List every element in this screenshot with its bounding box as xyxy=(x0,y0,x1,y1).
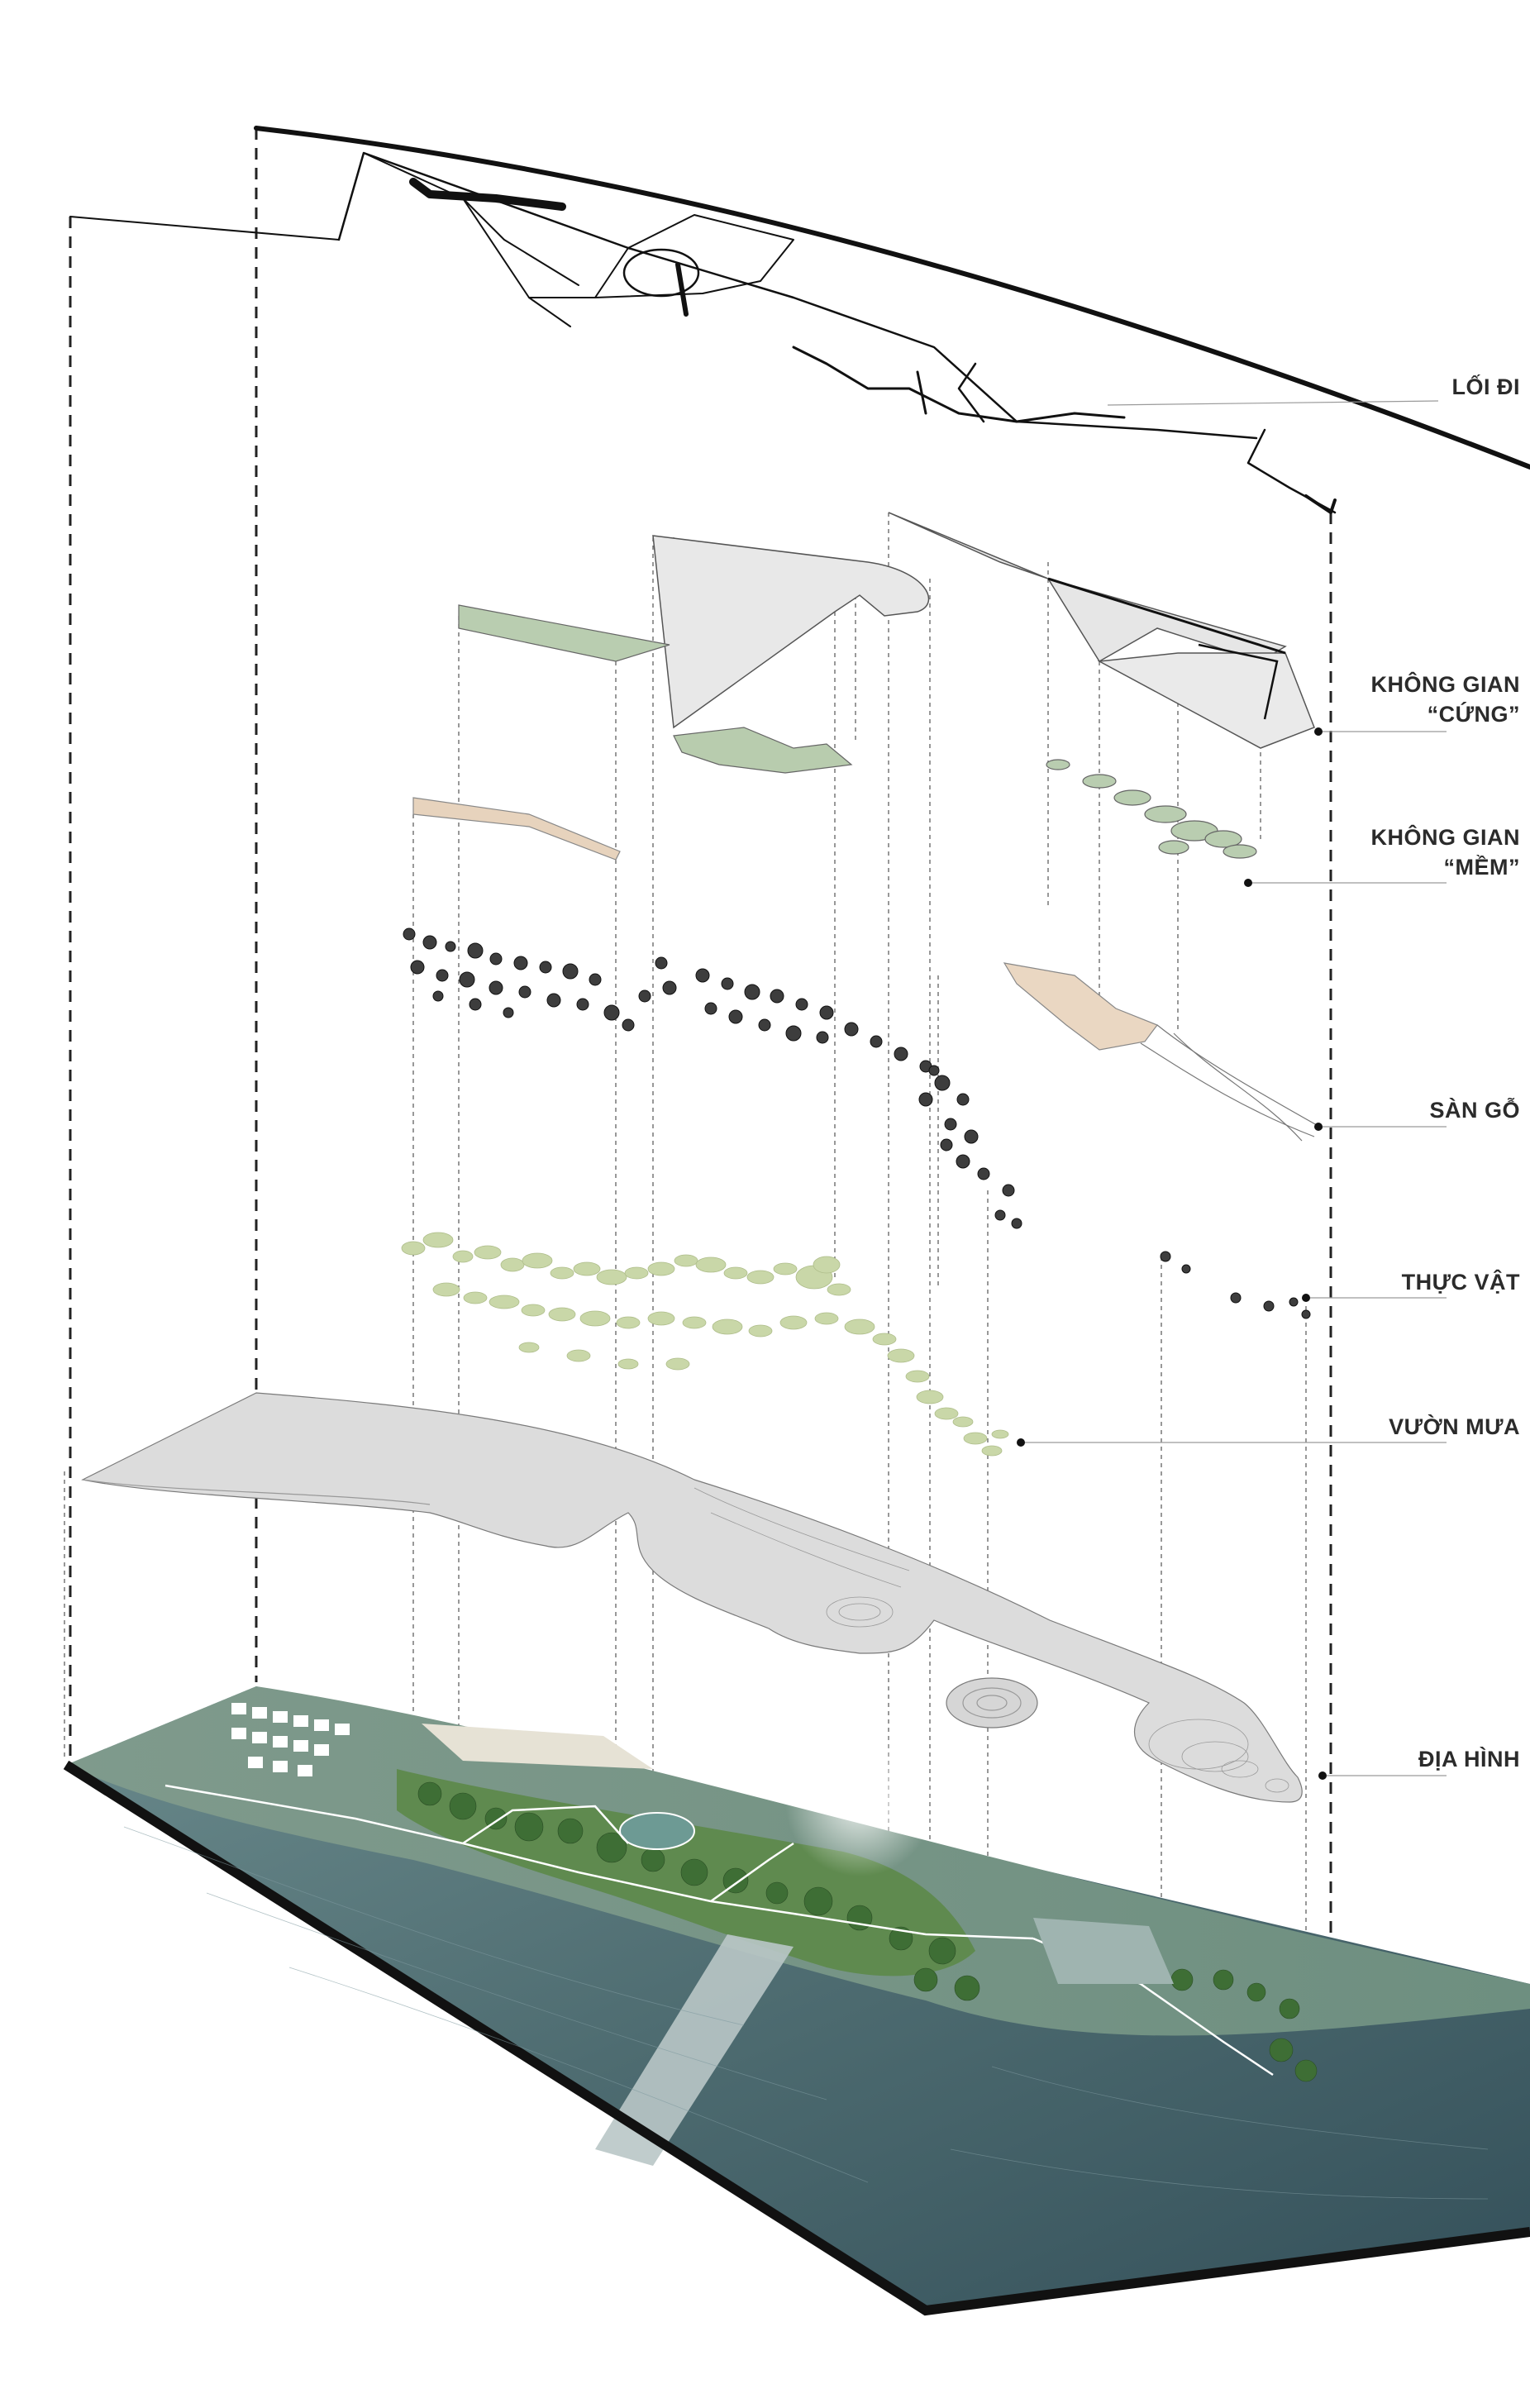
label-soft-space: KHÔNG GIAN “MỀM” xyxy=(1370,825,1520,880)
layer-deck-drawing xyxy=(412,797,1323,1142)
layer-rain-garden-drawing xyxy=(401,1232,1009,1457)
label-hard-space: KHÔNG GIAN “CỨNG” xyxy=(1370,672,1520,727)
label-rain-garden: VƯỜN MƯA xyxy=(1389,1414,1520,1439)
leader-dot-icon xyxy=(1017,727,1327,1780)
label-plants: THỰC VẬT xyxy=(1401,1270,1520,1295)
layer-hard-space-drawing xyxy=(652,512,1315,749)
label-paths: LỐI ĐI xyxy=(1451,374,1520,399)
label-terrain: ĐỊA HÌNH xyxy=(1418,1747,1520,1771)
base-site-plan xyxy=(63,1686,1530,2316)
layer-trees-drawing xyxy=(403,927,1311,1319)
layer-paths-drawing xyxy=(69,126,1530,514)
layer-soft-space-drawing xyxy=(458,604,1257,859)
label-deck: SÀN GỖ xyxy=(1429,1098,1520,1123)
layer-terrain-drawing xyxy=(81,1392,1303,1803)
leader-lines xyxy=(1021,400,1447,1776)
